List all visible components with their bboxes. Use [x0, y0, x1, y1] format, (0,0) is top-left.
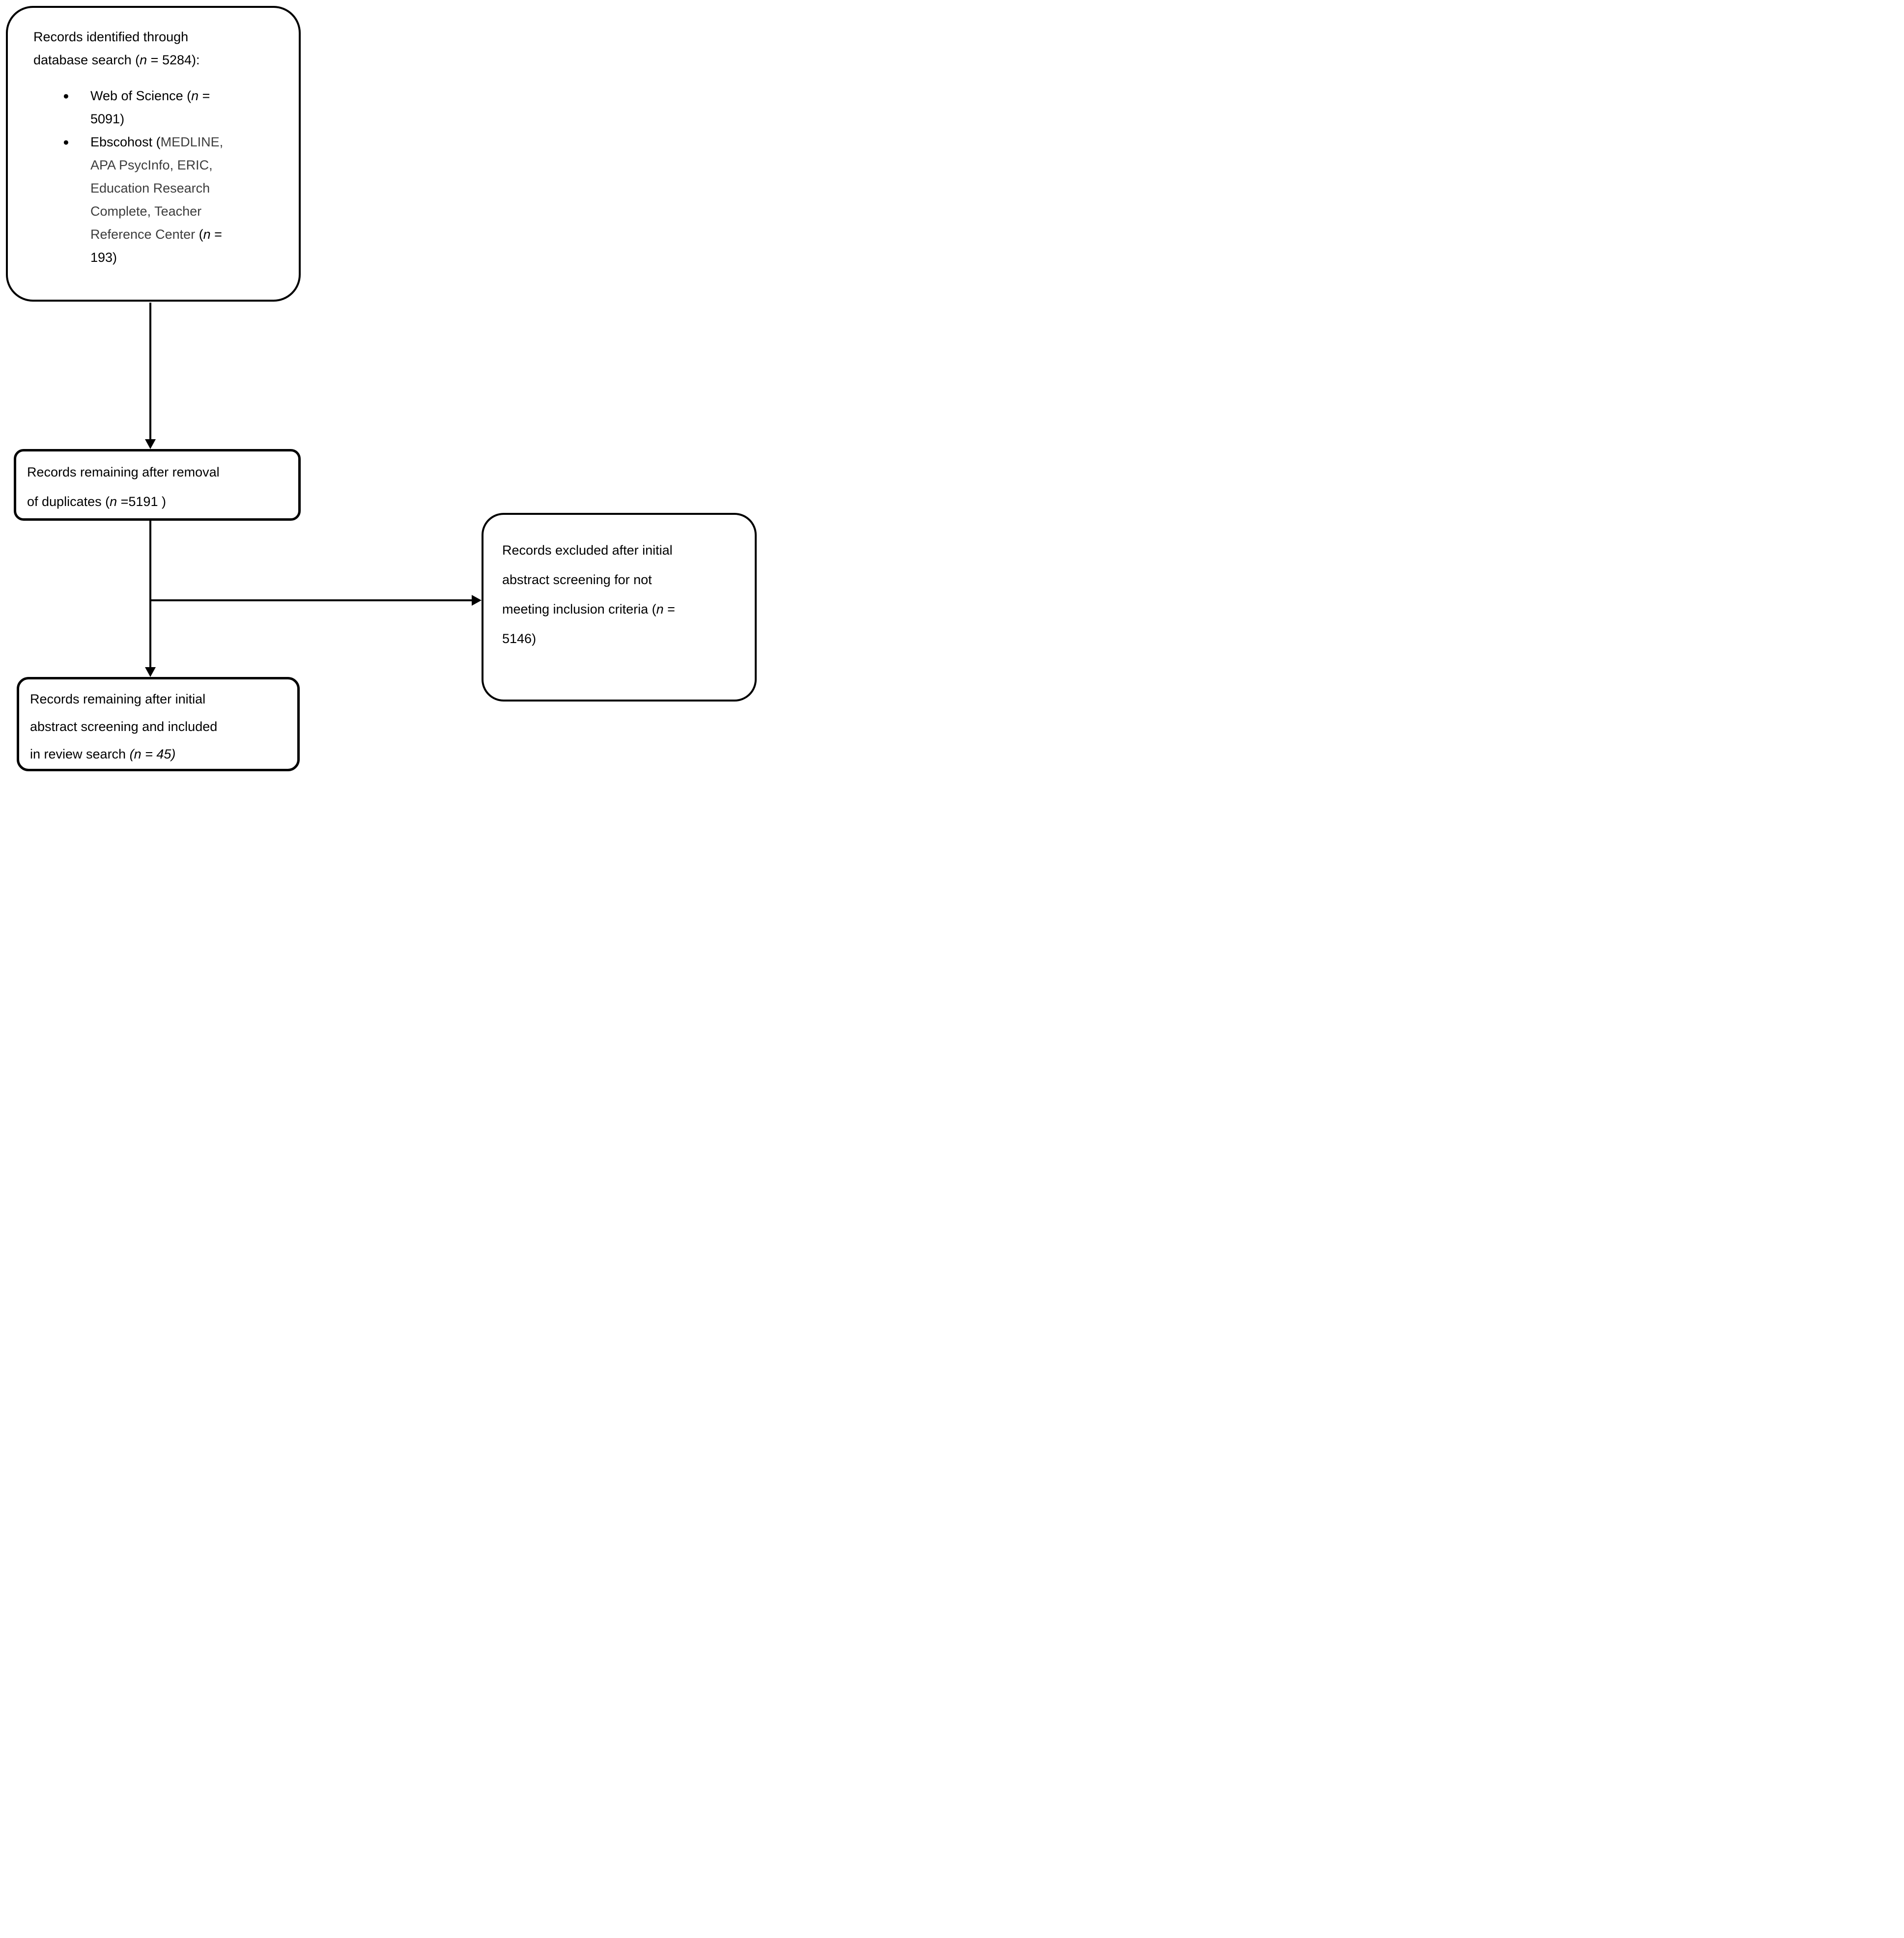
list-item: ● Web of Science (n =5091): [33, 84, 285, 131]
bullet-icon: ●: [63, 90, 69, 102]
arrow-identified-to-deduplicated-line: [149, 303, 151, 439]
database-bullet-list: ● Web of Science (n =5091) ● Ebscohost (…: [33, 84, 285, 269]
list-item: ● Ebscohost (MEDLINE,APA PsycInfo, ERIC,…: [33, 131, 285, 269]
bullet-icon: ●: [63, 137, 69, 148]
arrow-deduplicated-to-included-line: [149, 520, 151, 667]
bullet-web-of-science: Web of Science (n =5091): [90, 88, 210, 126]
bullet-ebscohost: Ebscohost (MEDLINE,APA PsycInfo, ERIC,Ed…: [90, 135, 224, 265]
arrow-down-icon: [145, 439, 156, 449]
arrow-down-icon: [145, 667, 156, 677]
arrow-branch-to-excluded-line: [150, 599, 472, 601]
arrow-right-icon: [472, 595, 482, 606]
